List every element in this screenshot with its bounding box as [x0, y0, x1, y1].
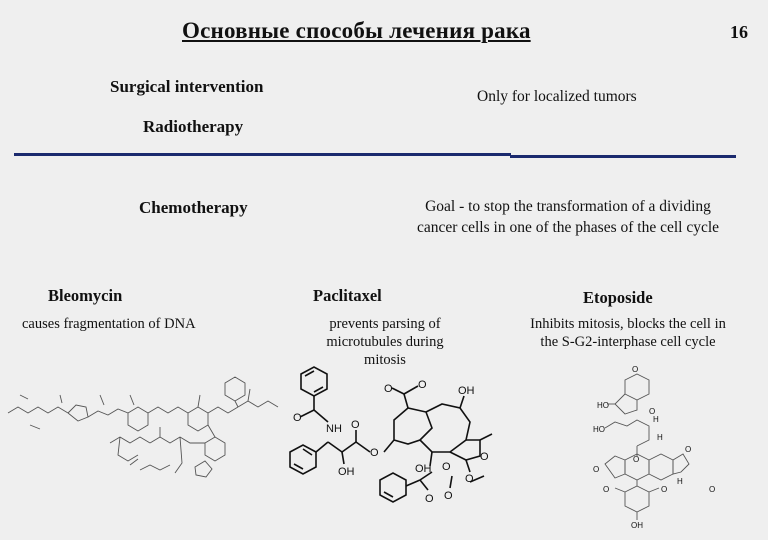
- bleomycin-structure-icon: [7, 376, 279, 478]
- drug-desc-bleomycin-line-1: causes fragmentation of DNA: [22, 316, 196, 332]
- svg-text:HO: HO: [593, 425, 605, 434]
- chemo-goal-line-1: Goal - to stop the transformation of a d…: [425, 198, 711, 215]
- method-surgical-note: Only for localized tumors: [477, 88, 637, 105]
- svg-text:HO: HO: [597, 401, 609, 410]
- svg-text:O: O: [661, 485, 667, 494]
- drug-name-bleomycin: Bleomycin: [48, 286, 123, 305]
- drug-desc-etoposide: Inhibits mitosis, blocks the cell in the…: [508, 315, 748, 351]
- etoposide-structure-icon: O HO HO O H O H O H O O O OH O: [593, 365, 715, 530]
- svg-text:O: O: [444, 490, 453, 502]
- svg-text:H: H: [657, 433, 663, 442]
- svg-text:O: O: [293, 412, 302, 424]
- drug-name-paclitaxel: Paclitaxel: [313, 286, 382, 305]
- svg-text:O: O: [384, 383, 393, 395]
- svg-text:O: O: [442, 461, 451, 473]
- drug-desc-bleomycin: causes fragmentation of DNA: [22, 315, 196, 333]
- divider-line-left: [14, 153, 511, 156]
- drug-desc-etoposide-line-2: the S-G2-interphase cell cycle: [540, 334, 716, 350]
- svg-text:O: O: [370, 447, 379, 459]
- svg-text:O: O: [685, 445, 691, 454]
- svg-text:O: O: [633, 455, 639, 464]
- svg-text:O: O: [649, 407, 655, 416]
- svg-text:OH: OH: [338, 466, 355, 478]
- drug-desc-paclitaxel-line-3: mitosis: [364, 352, 406, 368]
- chemo-goal-line-2: cancer cells in one of the phases of the…: [416, 219, 720, 236]
- drug-name-etoposide: Etoposide: [583, 288, 653, 307]
- method-chemotherapy: Chemotherapy: [139, 198, 248, 217]
- paclitaxel-structure-icon: O NH OH O O O O OH O OH O O O O: [289, 366, 493, 505]
- svg-text:O: O: [351, 419, 360, 431]
- svg-text:NH: NH: [326, 423, 342, 435]
- slide-title: Основные способы лечения рака: [182, 18, 531, 43]
- chemo-goal: Goal - to stop the transformation of a d…: [382, 196, 754, 238]
- svg-text:O: O: [418, 379, 427, 391]
- drug-desc-paclitaxel-line-2: microtubules during: [326, 334, 444, 350]
- drug-desc-etoposide-line-1: Inhibits mitosis, blocks the cell in: [530, 316, 726, 332]
- drug-desc-paclitaxel-line-1: prevents parsing of: [329, 316, 441, 332]
- svg-text:O: O: [465, 473, 474, 485]
- svg-text:H: H: [653, 415, 659, 424]
- svg-text:OH: OH: [415, 463, 432, 475]
- svg-text:OH: OH: [631, 521, 643, 530]
- svg-text:O: O: [603, 485, 609, 494]
- divider-line-right: [510, 155, 736, 158]
- drug-desc-paclitaxel: prevents parsing of microtubules during …: [310, 315, 460, 369]
- svg-text:OH: OH: [458, 385, 475, 397]
- svg-text:O: O: [632, 365, 638, 374]
- svg-text:O: O: [593, 465, 599, 474]
- svg-text:O: O: [709, 485, 715, 494]
- method-radiotherapy: Radiotherapy: [143, 117, 244, 136]
- method-surgical: Surgical intervention: [110, 77, 264, 96]
- svg-text:H: H: [677, 477, 683, 486]
- page-number: 16: [730, 22, 748, 42]
- svg-text:O: O: [425, 493, 434, 505]
- svg-text:O: O: [480, 451, 489, 463]
